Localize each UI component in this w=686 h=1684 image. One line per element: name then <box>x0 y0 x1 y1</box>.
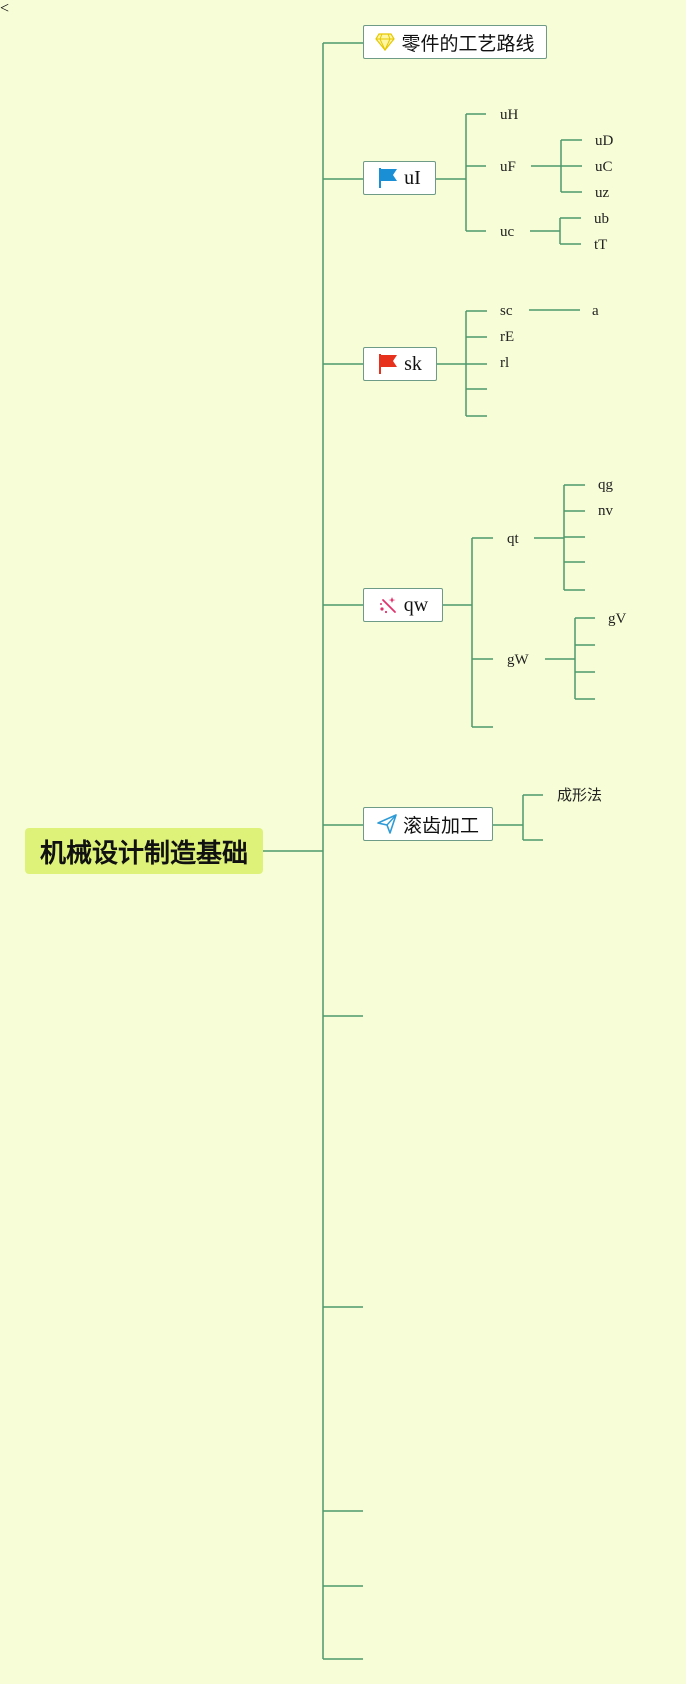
subtopic-ub[interactable]: ub <box>594 211 609 227</box>
topic-qw[interactable]: qw <box>363 588 443 622</box>
red-flag-icon <box>378 353 398 375</box>
topic-ui[interactable]: uI <box>363 161 436 195</box>
topic-gear-hobbing[interactable]: 滚齿加工 <box>363 807 493 841</box>
blue-flag-icon <box>378 167 398 189</box>
subtopic-uF[interactable]: uF <box>500 159 516 175</box>
subtopic-rl[interactable]: rl <box>500 355 510 371</box>
subtopic-qt[interactable]: qt <box>507 531 519 547</box>
subtopic-uc[interactable]: uc <box>500 224 515 240</box>
topic-label: qw <box>403 593 429 616</box>
subtopic-a[interactable]: a <box>592 303 599 319</box>
subtopic-gW[interactable]: gW <box>507 652 529 668</box>
subtopic-rE[interactable]: rE <box>500 329 515 345</box>
sparkle-wand-icon <box>378 595 398 615</box>
topic-label: 滚齿加工 <box>402 814 479 837</box>
topic-sk[interactable]: sk <box>363 347 437 381</box>
subtopic-uH[interactable]: uH <box>500 107 519 123</box>
subtopic-uD[interactable]: uD <box>595 133 614 149</box>
diamond-icon <box>375 33 396 51</box>
topic-label: sk <box>404 352 422 375</box>
subtopic-sc[interactable]: sc <box>500 303 513 319</box>
topic-part-process-route[interactable]: 零件的工艺路线 <box>363 25 547 59</box>
subtopic-qg[interactable]: qg <box>598 477 613 493</box>
subtopic-uz[interactable]: uz <box>595 185 610 201</box>
root-topic[interactable]: 机械设计制造基础 <box>25 828 263 874</box>
topic-label: uI <box>404 166 421 189</box>
subtopic-uC[interactable]: uC <box>595 159 613 175</box>
subtopic-tT[interactable]: tT <box>594 237 608 253</box>
root-topic-label: 机械设计制造基础 <box>39 838 248 869</box>
paper-plane-icon <box>377 814 397 834</box>
subtopic-forming-method[interactable]: 成形法 <box>557 786 603 804</box>
subtopic-nv[interactable]: nv <box>598 503 613 519</box>
subtopic-gV[interactable]: gV <box>608 611 627 627</box>
topic-label: 零件的工艺路线 <box>401 32 535 55</box>
